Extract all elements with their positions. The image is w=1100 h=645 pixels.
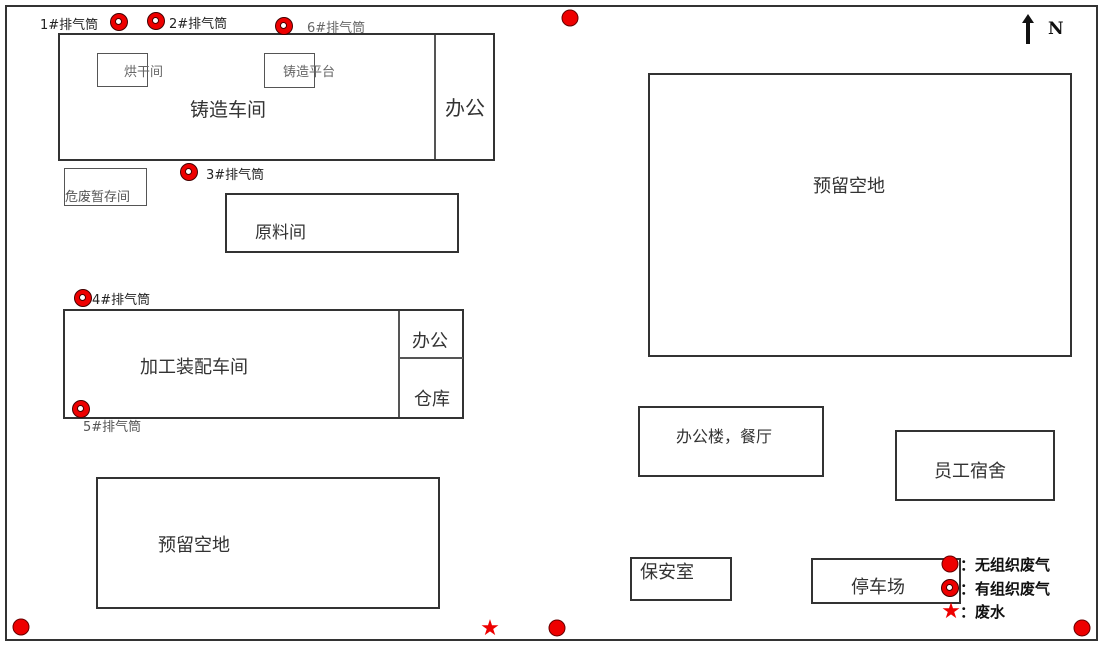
hazwaste-room <box>64 168 147 206</box>
drying-room <box>97 53 148 87</box>
guard-room <box>630 557 732 601</box>
organized-emission-icon <box>147 12 165 30</box>
wastewater-star-icon: ★ <box>480 616 500 641</box>
fugitive-emission-icon <box>1073 619 1091 637</box>
dormitory <box>895 430 1055 501</box>
guard-label: 保安室 <box>640 562 694 583</box>
parking-label: 停车场 <box>851 577 905 598</box>
drying-room-label: 烘干间 <box>124 65 164 80</box>
raw-label: 原料间 <box>255 223 306 243</box>
north-arrow-icon <box>1021 14 1035 50</box>
warehouse-label: 仓库 <box>414 389 450 410</box>
legend-fugitive-icon <box>941 555 959 573</box>
divider <box>434 35 436 159</box>
stack-6-label: 6#排气筒 <box>307 21 366 36</box>
casting-office-label: 办公 <box>445 96 485 120</box>
divider <box>398 311 400 417</box>
stack-2-label: 2#排气筒 <box>169 17 228 32</box>
stack-5-label: 5#排气筒 <box>83 420 142 435</box>
organized-emission-icon <box>180 163 198 181</box>
legend-wastewater-label: ：废水 <box>960 603 1006 621</box>
casting-platform-label: 铸造平台 <box>283 65 336 80</box>
assembly-office-label: 办公 <box>412 331 448 352</box>
organized-emission-icon <box>74 289 92 307</box>
organized-emission-icon <box>275 17 293 35</box>
reserved-right-label: 预留空地 <box>813 176 885 197</box>
fugitive-emission-icon <box>548 619 566 637</box>
site-boundary <box>5 5 1098 641</box>
organized-emission-icon <box>110 13 128 31</box>
fugitive-emission-icon <box>12 618 30 636</box>
legend-wastewater-icon: ★ <box>941 599 961 624</box>
office-building-label: 办公楼，餐厅 <box>676 427 773 446</box>
stack-3-label: 3#排气筒 <box>206 168 265 183</box>
parking <box>811 558 961 604</box>
organized-emission-icon <box>72 400 90 418</box>
hazwaste-label: 危废暂存间 <box>65 190 131 205</box>
legend-fugitive-label: ：无组织废气 <box>960 556 1051 574</box>
raw-material-room <box>225 193 459 253</box>
reserved-left-label: 预留空地 <box>158 535 230 556</box>
assembly-label: 加工装配车间 <box>140 357 248 378</box>
stack-4-label: 4#排气筒 <box>92 293 151 308</box>
divider <box>399 357 463 359</box>
assembly-workshop <box>63 309 464 419</box>
reserved-land-left <box>96 477 440 609</box>
stack-1-label: 1#排气筒 <box>40 18 99 33</box>
fugitive-emission-icon <box>561 9 579 27</box>
casting-platform <box>264 53 315 88</box>
office-building <box>638 406 824 477</box>
legend-organized-icon <box>941 579 959 597</box>
casting-workshop-label: 铸造车间 <box>190 99 267 121</box>
legend-organized-label: ：有组织废气 <box>960 580 1051 598</box>
dorm-label: 员工宿舍 <box>934 461 1006 482</box>
reserved-land-right <box>648 73 1072 357</box>
north-label: N <box>1048 19 1064 39</box>
casting-workshop <box>58 33 495 161</box>
